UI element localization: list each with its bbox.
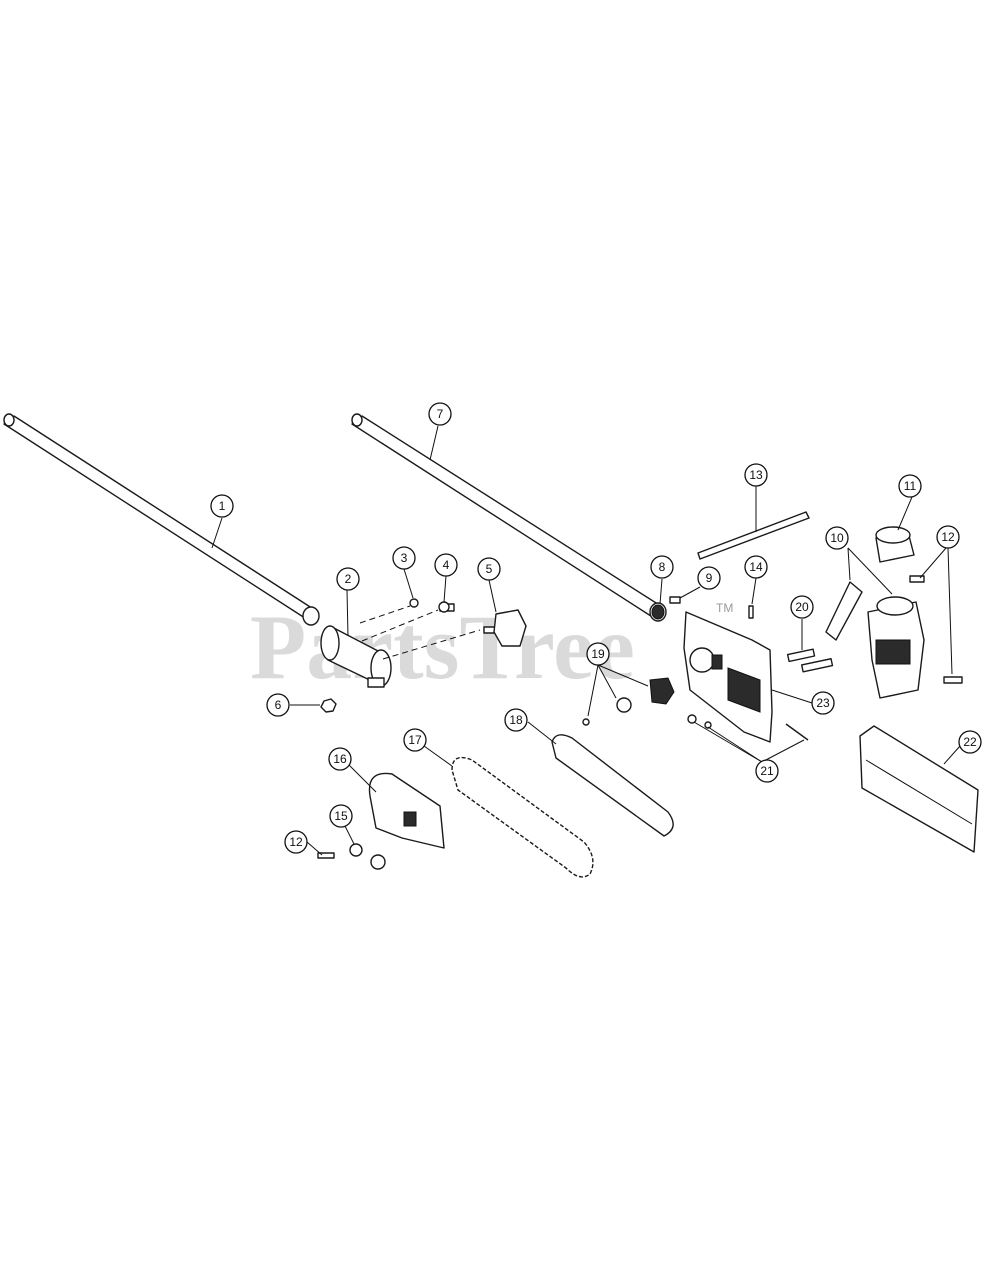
svg-text:15: 15 xyxy=(334,809,348,823)
part-coupler xyxy=(320,625,392,688)
svg-text:23: 23 xyxy=(816,696,830,710)
part-bolts xyxy=(786,648,834,673)
svg-text:18: 18 xyxy=(509,713,523,727)
callout-12-left: 12 xyxy=(284,830,308,854)
part-knob xyxy=(483,609,527,647)
callout-5: 5 xyxy=(477,557,501,581)
svg-text:10: 10 xyxy=(830,531,844,545)
callout-2: 2 xyxy=(336,567,360,591)
svg-text:22: 22 xyxy=(963,735,977,749)
part-upper-shaft xyxy=(351,413,667,622)
svg-text:9: 9 xyxy=(706,571,713,585)
part-guide-bar xyxy=(551,734,674,837)
callout-6: 6 xyxy=(266,693,290,717)
svg-text:4: 4 xyxy=(443,558,450,572)
callout-17: 17 xyxy=(403,728,427,752)
callout-7: 7 xyxy=(428,402,452,426)
callout-3: 3 xyxy=(392,546,416,570)
part-lower-shaft xyxy=(3,413,320,626)
callout-16: 16 xyxy=(328,747,352,771)
callout-13: 13 xyxy=(744,463,768,487)
svg-text:1: 1 xyxy=(219,499,226,513)
svg-text:7: 7 xyxy=(437,407,444,421)
part-screw-right-lower xyxy=(943,676,963,684)
callout-8: 8 xyxy=(650,555,674,579)
callout-20: 20 xyxy=(790,595,814,619)
part-oil-tank xyxy=(825,581,925,699)
part-nut xyxy=(320,698,337,713)
part-chain-cover xyxy=(368,772,445,849)
part-sprocket xyxy=(582,677,675,726)
part-screw-left xyxy=(317,852,335,859)
callout-10: 10 xyxy=(825,526,849,550)
callout-18: 18 xyxy=(504,708,528,732)
part-saw-chain xyxy=(451,756,594,878)
assembly-guides xyxy=(359,605,481,660)
part-oil-cap xyxy=(875,526,915,563)
watermark-trademark: TM xyxy=(716,601,733,615)
svg-text:13: 13 xyxy=(749,468,763,482)
callout-1: 1 xyxy=(210,494,234,518)
callout-22: 22 xyxy=(958,730,982,754)
callout-11: 11 xyxy=(898,474,922,498)
svg-text:11: 11 xyxy=(904,479,917,493)
svg-text:3: 3 xyxy=(401,551,408,565)
svg-text:21: 21 xyxy=(760,764,774,778)
callout-15: 15 xyxy=(329,804,353,828)
part-end-cap xyxy=(651,604,665,620)
svg-text:16: 16 xyxy=(333,752,347,766)
part-pin xyxy=(748,605,754,619)
callout-4: 4 xyxy=(434,553,458,577)
svg-text:6: 6 xyxy=(275,698,282,712)
svg-text:19: 19 xyxy=(591,647,605,661)
svg-text:14: 14 xyxy=(749,560,763,574)
svg-text:17: 17 xyxy=(408,733,422,747)
callout-9: 9 xyxy=(697,566,721,590)
part-nuts xyxy=(349,843,386,870)
callout-21: 21 xyxy=(755,759,779,783)
svg-text:2: 2 xyxy=(345,572,352,586)
callout-12-right: 12 xyxy=(936,525,960,549)
svg-text:8: 8 xyxy=(659,560,666,574)
part-gear-head xyxy=(683,611,773,743)
callout-19: 19 xyxy=(586,642,610,666)
callout-23: 23 xyxy=(811,691,835,715)
part-guard xyxy=(859,725,979,853)
callout-14: 14 xyxy=(744,555,768,579)
svg-text:5: 5 xyxy=(486,562,493,576)
part-drive-rod xyxy=(697,511,810,560)
part-bolt xyxy=(438,601,455,613)
svg-text:12: 12 xyxy=(289,835,303,849)
part-screw-right-upper xyxy=(909,575,925,583)
svg-text:12: 12 xyxy=(941,530,955,544)
part-screws-pair xyxy=(687,714,809,741)
leader-lines xyxy=(211,425,961,856)
svg-text:20: 20 xyxy=(795,600,809,614)
part-screw xyxy=(409,598,419,608)
part-screw-small xyxy=(669,596,681,604)
